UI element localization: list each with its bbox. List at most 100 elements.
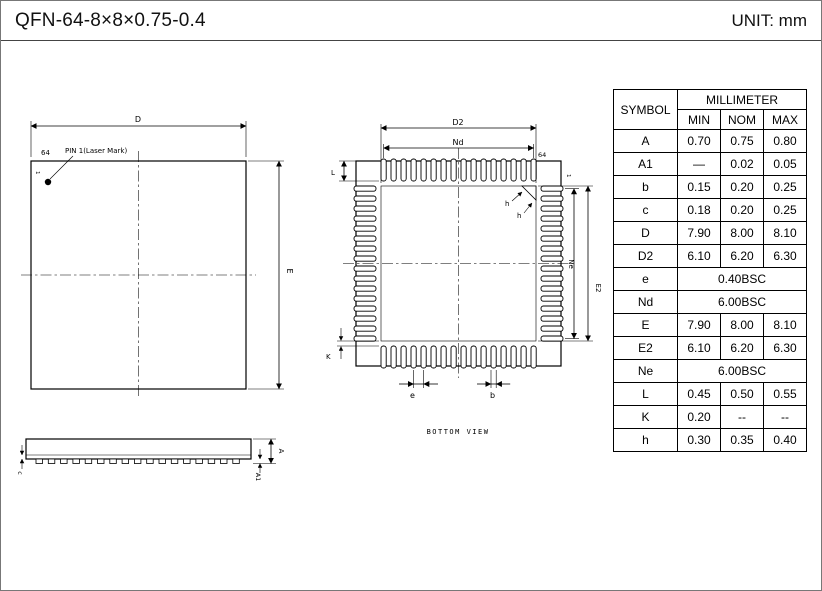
pin-pad [353,305,377,312]
pin-pad [490,158,497,182]
nom-cell: 0.02 [720,152,764,176]
pin-pad [353,215,377,222]
pin-pad [530,345,537,369]
pin-pad [390,345,397,369]
pin-pad [84,458,93,464]
pin-pad [232,458,240,464]
min-cell: 0.18 [677,198,721,222]
pin-pad [146,458,154,464]
pin-pad [540,245,564,252]
min-cell: 6.10 [677,336,721,360]
pin-pad [410,158,417,182]
dim-K: K [326,328,379,361]
centerlines-top-view [21,151,256,399]
pin-pad [390,158,397,182]
symbol-header: SYMBOL [613,89,678,130]
dim-D2-label: D2 [452,118,463,127]
bottom-view-title: BOTTOM VIEW [427,428,490,436]
symbol-cell: A1 [613,152,678,176]
symbol-cell: D2 [613,244,678,268]
pin-pad [480,345,487,369]
pin-pad [72,458,80,464]
col-header-max: MAX [762,109,808,130]
min-cell: 7.90 [677,221,721,245]
dim-Ne-label: Ne [567,259,575,269]
pin-pad [480,158,487,182]
nom-cell: 0.75 [720,129,764,153]
min-cell: 6.10 [677,244,721,268]
pin-pad [353,285,377,292]
table-header-row-1: SYMBOL MILLIMETER [613,89,808,130]
nom-cell: 8.00 [720,221,764,245]
pin-pad [353,335,377,342]
symbol-cell: E [613,313,678,337]
pin-pad [420,345,427,369]
pin-pad [470,345,477,369]
pin-pad [353,265,377,272]
pin-pad [353,295,377,302]
pin-pad [353,205,377,212]
package-outline-side [25,438,252,460]
pins-left-edge [353,185,377,342]
dim-D-label: D [135,115,141,124]
millimeter-header: MILLIMETER [676,89,808,110]
dim-c-label: c [16,471,24,475]
package-title: QFN-64-8×8×0.75-0.4 [15,9,206,31]
min-cell: 0.70 [677,129,721,153]
pin-pad [440,158,447,182]
pin-pad [490,345,497,369]
symbol-cell: Nd [613,290,678,314]
pin-pad [540,305,564,312]
pin1-tick-bottom-view: 1 [565,174,571,178]
pin-pad [35,458,43,464]
col-header-nom: NOM [720,109,764,130]
symbol-cell: h [613,428,678,452]
dim-h2-label: h [517,212,521,220]
dim-e-label: e [410,391,415,400]
max-cell: -- [762,405,808,429]
pin64-label-bottom-view: 64 [538,151,546,159]
pin-pad [400,158,407,182]
pin-pad [540,195,564,202]
pin-pad [353,225,377,232]
pin-pad [540,265,564,272]
min-cell: 0.15 [677,175,721,199]
symbol-cell: E2 [613,336,678,360]
dim-A1-label: A1 [254,473,262,482]
pin-pad [450,158,457,182]
pin1-marking: 64 PIN 1(Laser Mark) 1 [34,147,127,186]
unit-label: UNIT: mm [731,10,807,30]
nom-cell: -- [720,405,764,429]
table-header-row-2: MIN NOM MAX [614,109,808,130]
nom-cell: 0.35 [720,428,764,452]
dim-e: e [399,370,438,400]
dim-D2: D2 [380,118,537,183]
side-view-terminals [35,458,240,464]
pin-pad [195,458,203,464]
pin-pad [121,458,129,464]
pin1-laser-mark-label: PIN 1(Laser Mark) [65,147,127,155]
pin-pad [380,158,387,182]
dim-L: L [331,160,379,182]
pin1-tick-top-view: 1 [34,171,40,175]
max-cell: 8.10 [762,313,808,337]
bsc-value-cell: 6.00BSC [676,290,808,314]
nom-cell: 6.20 [720,336,764,360]
pin-pad [353,195,377,202]
dim-E: E [248,160,294,390]
pin-pad [353,315,377,322]
pin-pad [420,158,427,182]
pins-top-edge [380,158,537,182]
symbol-cell: A [613,129,678,153]
symbol-cell: c [613,198,678,222]
max-cell: 6.30 [762,244,808,268]
dim-K-label: K [326,353,331,361]
pin-pad [134,458,142,464]
